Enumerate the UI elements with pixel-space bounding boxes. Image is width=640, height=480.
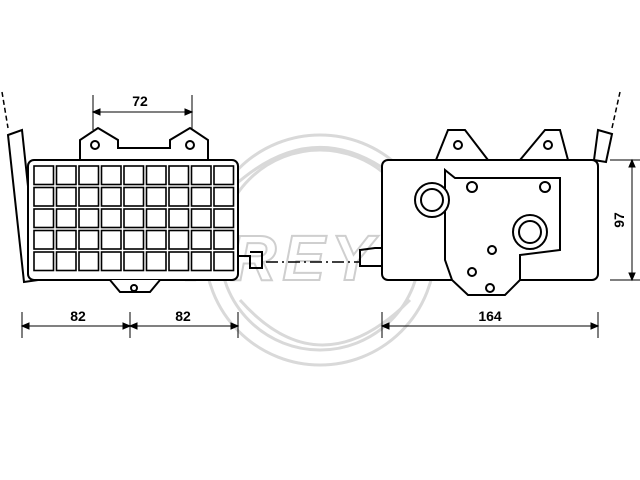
fin-cell: [100, 229, 122, 250]
fin-cell: [123, 229, 145, 250]
left-cooler-view: [1, 91, 263, 293]
fin-cell: [145, 208, 167, 229]
right-housing-view: [359, 91, 621, 296]
fin-cell: [55, 251, 77, 272]
dimension-top-width: 72: [132, 93, 148, 109]
dimension-left-width-b: 82: [175, 308, 191, 324]
fin-cell: [145, 186, 167, 207]
fin-cell: [55, 165, 77, 186]
fin-cell: [78, 251, 100, 272]
fin-cell: [55, 229, 77, 250]
fin-cell: [190, 251, 212, 272]
dimension-lines: [20, 95, 640, 338]
fin-cell: [168, 208, 190, 229]
fin-cell: [190, 208, 212, 229]
fin-cell: [33, 186, 55, 207]
cooler-fin-grid: [33, 165, 235, 272]
fin-cell: [55, 208, 77, 229]
fin-cell: [213, 186, 235, 207]
fin-cell: [213, 208, 235, 229]
fin-cell: [213, 165, 235, 186]
fin-cell: [100, 186, 122, 207]
fin-cell: [145, 251, 167, 272]
fin-cell: [78, 186, 100, 207]
fin-cell: [55, 186, 77, 207]
dimension-right-width: 164: [478, 308, 502, 324]
fin-cell: [33, 208, 55, 229]
fin-cell: [168, 251, 190, 272]
fin-cell: [100, 251, 122, 272]
fin-cell: [168, 165, 190, 186]
fin-cell: [33, 165, 55, 186]
fin-cell: [168, 229, 190, 250]
fin-cell: [33, 229, 55, 250]
fin-cell: [123, 251, 145, 272]
fin-cell: [78, 229, 100, 250]
fin-cell: [190, 186, 212, 207]
fin-cell: [190, 165, 212, 186]
fin-cell: [123, 165, 145, 186]
fin-cell: [145, 165, 167, 186]
fin-cell: [100, 165, 122, 186]
fin-cell: [78, 165, 100, 186]
fin-cell: [145, 229, 167, 250]
dimension-right-height: 97: [611, 212, 627, 228]
fin-cell: [190, 229, 212, 250]
fin-cell: [213, 229, 235, 250]
fin-cell: [168, 186, 190, 207]
fin-cell: [213, 251, 235, 272]
fin-cell: [100, 208, 122, 229]
fin-cell: [123, 186, 145, 207]
fin-cell: [78, 208, 100, 229]
fin-cell: [33, 251, 55, 272]
fin-cell: [123, 208, 145, 229]
dimension-left-width-a: 82: [70, 308, 86, 324]
